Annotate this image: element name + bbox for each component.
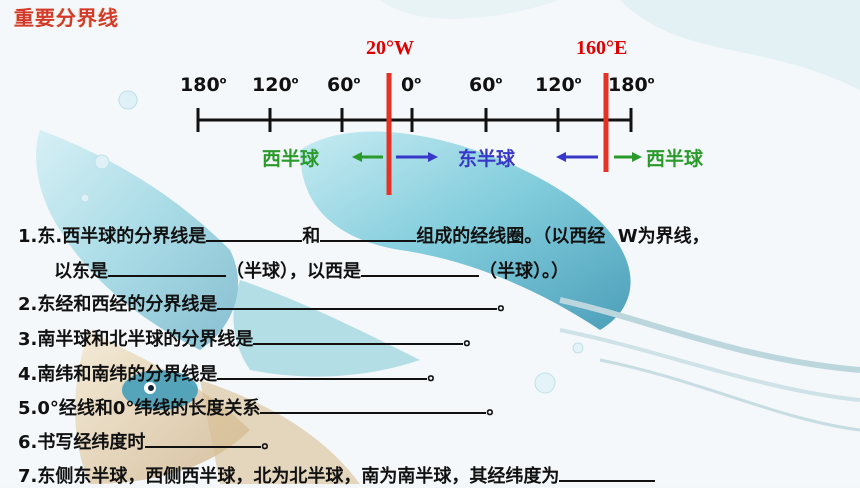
question-2: 2.东经和西经的分界线是。 [18,292,516,315]
blank-6[interactable] [145,430,262,448]
question-5: 5.0°经线和0°纬线的长度关系。 [18,396,505,419]
blank-1c[interactable] [108,259,226,277]
tick-label-180w: 180o [180,74,227,96]
blank-1b[interactable] [320,224,417,242]
tick-label-60e: 60o [469,74,503,96]
tick-label-120e: 120o [535,74,582,96]
marker-left-label: 20°W [366,37,414,59]
hemisphere-west-left: 西半球 [262,148,320,170]
tick-label-60w: 60o [327,74,361,96]
tick-label-120w: 120o [252,74,299,96]
tick-label-180e: 180o [608,74,655,96]
question-6: 6.书写经纬度时。 [18,430,280,453]
blank-1d[interactable] [361,259,479,277]
blank-3[interactable] [253,327,464,345]
question-4: 4.南纬和南纬的分界线是。 [18,362,446,385]
blank-2[interactable] [217,292,498,310]
question-3: 3.南半球和北半球的分界线是。 [18,327,482,350]
blank-5[interactable] [260,396,487,414]
blank-4[interactable] [217,362,428,380]
question-7: 7.东侧东半球，西侧西半球，北为北半球，南为南半球，其经纬度为 [18,462,656,488]
question-1-line-1: 1.东.西半球的分界线是和组成的经线圈。（以西经 W为界线， [18,224,710,247]
page-title: 重要分界线 [14,6,119,30]
hemisphere-east: 东半球 [458,148,516,170]
blank-7[interactable] [559,464,656,482]
hemisphere-west-right: 西半球 [646,148,704,170]
tick-label-0: 0o [401,74,422,96]
question-1-line-2: 以东是（半球），以西是（半球）。） [54,259,569,282]
marker-right-label: 160°E [576,37,628,59]
blank-1a[interactable] [206,224,303,242]
